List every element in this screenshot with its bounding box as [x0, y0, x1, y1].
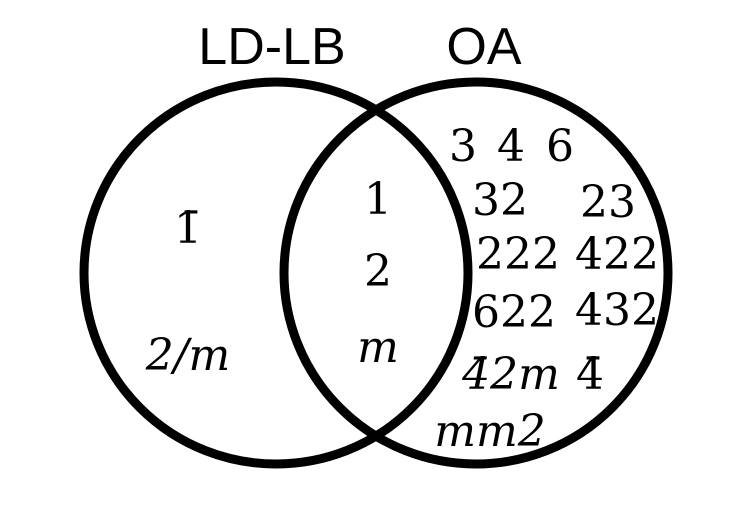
point-group-label: 622 [472, 287, 556, 338]
point-group-label: 2/m [145, 330, 231, 381]
point-group-label: 1 [364, 174, 392, 225]
point-group-label: 422 [575, 229, 659, 280]
intersection-region: 1 2 m [357, 174, 399, 373]
point-group-label: mm2 [434, 406, 545, 457]
point-group-label: 2 [364, 246, 392, 297]
point-group-label: 4 [497, 121, 525, 172]
right-only-region: 3 4 6 32 23 222 422 622 432 4̄2m 4̄ mm2 [434, 121, 659, 457]
ld-lb-set-circle [79, 77, 473, 469]
ld-lb-set-title: LD-LB [198, 18, 345, 76]
point-group-label: 4̄ [576, 349, 604, 400]
oa-set-title: OA [446, 18, 521, 76]
point-group-label: 32 [472, 175, 528, 226]
point-group-label: 23 [580, 177, 636, 228]
point-group-label: 4̄2m [461, 349, 560, 400]
point-group-label: 432 [575, 285, 659, 336]
point-group-label: 1̄ [174, 203, 202, 254]
point-group-label: 6 [546, 121, 574, 172]
point-group-label: m [357, 322, 399, 373]
left-only-region: 1̄ 2/m [145, 203, 231, 381]
point-group-label: 222 [476, 229, 560, 280]
oa-set-circle [279, 77, 673, 469]
point-group-label: 3 [449, 121, 477, 172]
